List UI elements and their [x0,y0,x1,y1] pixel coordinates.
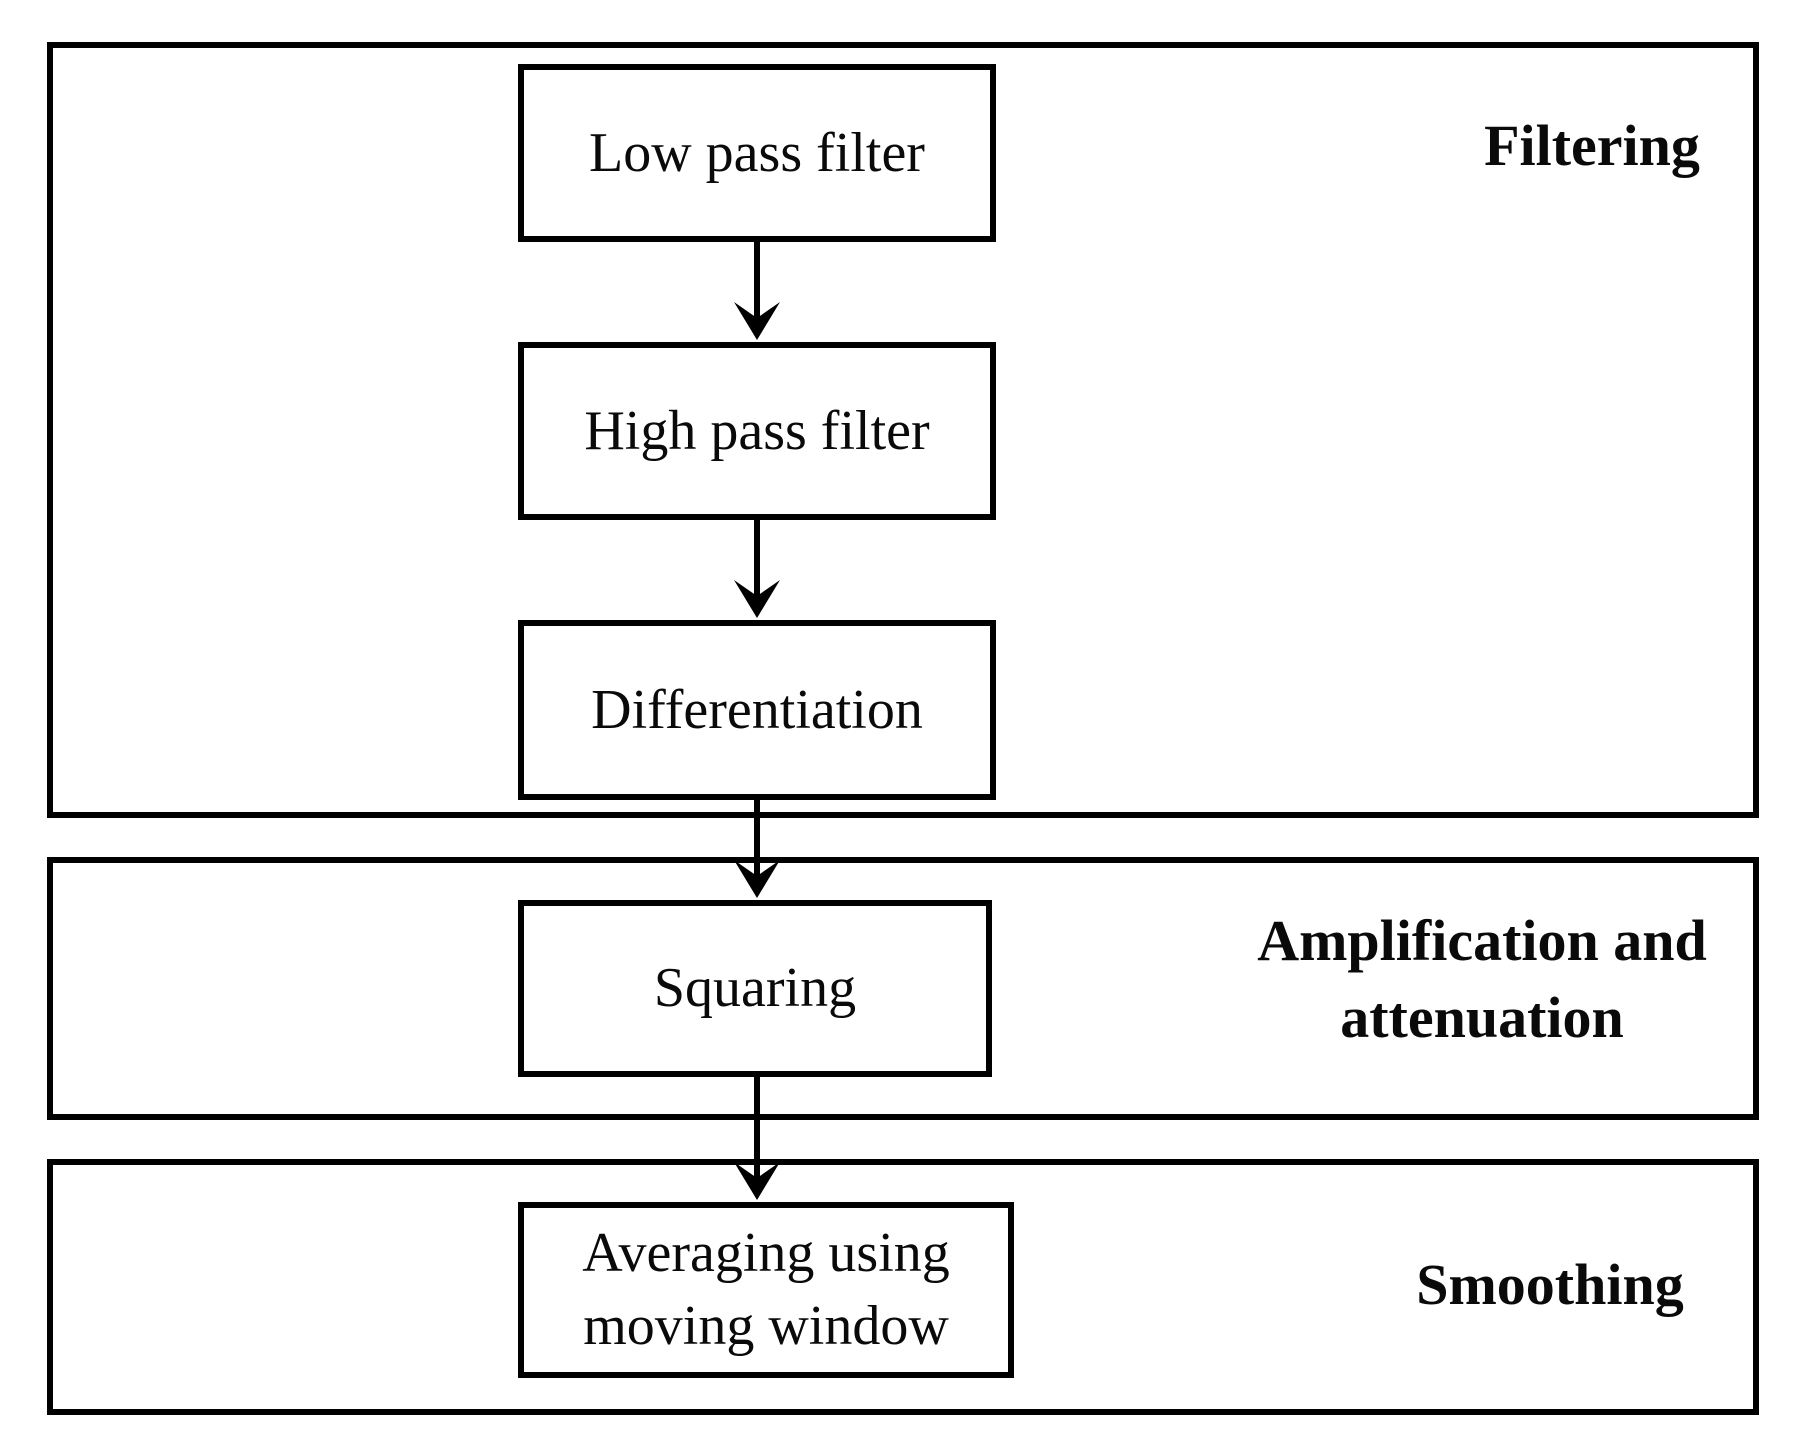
panel-label-smoothing: Smoothing [1416,1252,1684,1317]
step-box-averaging-moving-window: Averaging using moving window [518,1202,1014,1378]
step-box-differentiation: Differentiation [518,620,996,800]
step-box-high-pass-filter: High pass filter [518,342,996,520]
step-box-low-pass-filter: Low pass filter [518,64,996,242]
step-box-squaring: Squaring [518,900,992,1077]
panel-label-filtering: Filtering [1484,113,1700,178]
panel-label-amplification-attenuation: Amplification and attenuation [1257,908,1707,1050]
